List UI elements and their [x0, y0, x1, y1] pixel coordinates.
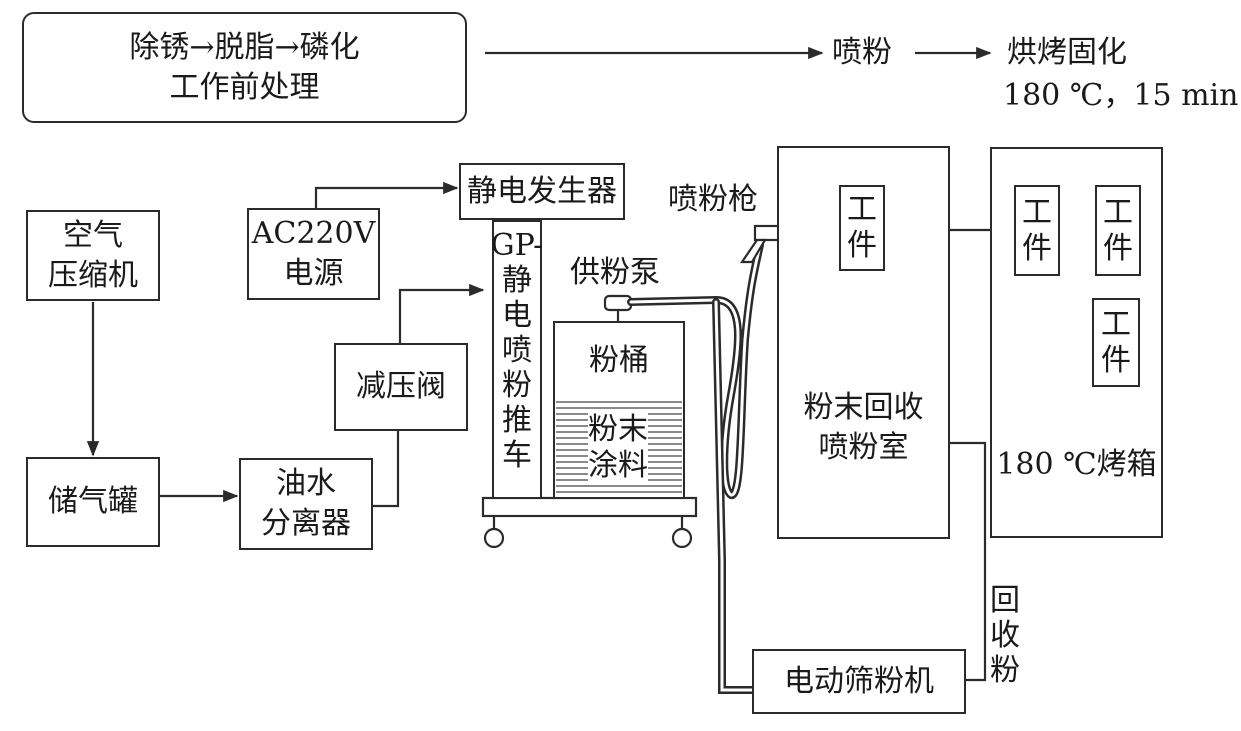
- workpiece-char-2: 件: [1101, 342, 1131, 378]
- pump-body: [603, 294, 633, 312]
- booth-label-2: 喷粉室: [818, 429, 909, 465]
- cart-wheel-right: [671, 527, 693, 549]
- air-tank-label: 储气罐: [48, 484, 138, 519]
- power-supply-label-1: AC220V: [251, 216, 376, 251]
- recovered-powder-label: 回 收 粉: [990, 583, 1020, 688]
- air-compressor-label-2: 压缩机: [48, 257, 138, 293]
- booth-label-1: 粉末回收: [803, 389, 924, 425]
- electric-sieve-box: 电动筛粉机: [752, 649, 966, 714]
- pretreatment-steps: 除锈→脱脂→磷化: [129, 29, 360, 65]
- powder-coating-label: 粉末 涂料: [588, 412, 648, 484]
- workpiece-in-booth: 工 件: [839, 185, 885, 271]
- workpiece-char-1: 工: [1022, 194, 1052, 230]
- separator-label-1: 油水: [276, 466, 336, 501]
- oven-label: 180 ℃烤箱: [996, 447, 1157, 482]
- spray-cart-label: GP- 静 电 喷 粉 推 车: [490, 228, 544, 473]
- spray-step: 喷粉: [832, 35, 892, 70]
- cart-base: [481, 496, 698, 518]
- pressure-valve-box: 减压阀: [334, 343, 468, 431]
- workpiece-oven-1: 工 件: [1014, 185, 1060, 276]
- sieve-label: 电动筛粉机: [784, 663, 934, 699]
- arrow-power-to-generator: [314, 181, 459, 208]
- spray-gun-label: 喷粉枪: [668, 182, 758, 217]
- cart-wheel-left: [483, 527, 505, 549]
- workpiece-oven-2: 工 件: [1095, 185, 1141, 276]
- pressure-valve-label: 减压阀: [356, 369, 446, 404]
- workpiece-char-2: 件: [1103, 230, 1133, 266]
- pretreatment-box: 除锈→脱脂→磷化 工作前处理: [22, 12, 467, 123]
- air-compressor-box: 空气 压缩机: [26, 210, 160, 301]
- workpiece-char-2: 件: [847, 228, 877, 263]
- workpiece-char-1: 工: [847, 192, 877, 227]
- curing-conditions: 180 ℃，15 min: [1003, 78, 1239, 113]
- arrow-valve-to-cart: [398, 283, 485, 343]
- air-compressor-label-1: 空气: [63, 217, 123, 253]
- workpiece-char-1: 工: [1103, 194, 1133, 230]
- workpiece-char-1: 工: [1101, 306, 1131, 342]
- line-separator-to-valve: [373, 430, 400, 508]
- curing-step: 烘烤固化: [1007, 35, 1127, 70]
- line-recovery-return: [949, 441, 987, 682]
- spray-cart-column: GP- 静 电 喷 粉 推 车: [490, 220, 544, 499]
- generator-label: 静电发生器: [467, 173, 617, 209]
- power-supply-label-2: 电源: [283, 256, 344, 291]
- separator-label-2: 分离器: [261, 506, 351, 541]
- spray-gun-handle: [739, 238, 767, 264]
- powder-bucket-label: 粉桶: [589, 343, 649, 378]
- pretreatment-label: 工作前处理: [169, 69, 320, 105]
- power-supply-box: AC220V 电源: [247, 208, 380, 300]
- powder-hose: [627, 241, 764, 694]
- oil-water-separator-box: 油水 分离器: [239, 458, 373, 550]
- workpiece-char-2: 件: [1022, 230, 1052, 266]
- electrostatic-generator-box: 静电发生器: [459, 163, 625, 220]
- powder-pump-label: 供粉泵: [570, 255, 660, 290]
- workpiece-oven-3: 工 件: [1092, 298, 1140, 387]
- air-tank-box: 储气罐: [26, 457, 160, 547]
